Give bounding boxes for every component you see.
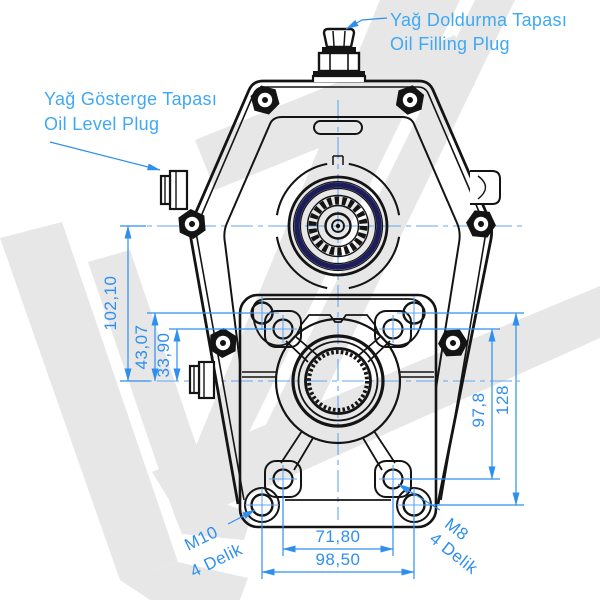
vent-slot	[313, 120, 363, 135]
oil-filling-plug	[311, 27, 367, 82]
dim-m10-row-offset: 43,07	[132, 324, 151, 369]
oil-level-label-en: Oil Level Plug	[44, 114, 159, 134]
oil-level-plug-label: Yağ Gösterge Tapası Oil Level Plug	[44, 89, 217, 171]
input-shaft-bearing	[275, 155, 401, 290]
right-lug	[470, 170, 501, 205]
dim-center-distance: 102,10	[101, 276, 120, 331]
oil-level-plug	[159, 169, 189, 211]
dimension-33-90: 33,90	[154, 328, 271, 382]
hole-crosshairs	[245, 296, 431, 522]
dim-m8-vertical: 97,8	[469, 392, 488, 427]
dimension-102-10: 102,10	[101, 225, 150, 382]
oil-filling-label-en: Oil Filling Plug	[390, 34, 510, 54]
dim-m10-vertical: 128	[493, 385, 512, 415]
flange-ribs	[280, 335, 396, 471]
oil-level-label-tr: Yağ Gösterge Tapası	[44, 89, 217, 109]
output-spline-hub	[274, 317, 402, 445]
oil-filling-plug-label: Yağ Doldurma Tapası Oil Filling Plug	[345, 10, 567, 54]
dimension-128: 128	[425, 312, 524, 506]
dimension-43-07: 43,07	[132, 312, 250, 382]
dimension-71-80: 71,80	[282, 490, 394, 556]
inner-panel-outline	[223, 116, 461, 389]
flange-top-channel	[252, 298, 424, 347]
dimension-97-8: 97,8	[404, 328, 500, 480]
output-spline-teeth	[307, 350, 369, 412]
dim-m8-horizontal: 71,80	[315, 527, 360, 546]
bearing-seal-ring	[294, 182, 382, 270]
drain-plug	[188, 360, 216, 400]
input-spline-teeth	[308, 196, 368, 256]
dim-m10-horizontal: 98,50	[315, 550, 360, 569]
dimension-98-50: 98,50	[261, 516, 415, 579]
dim-m8-row-offset: 33,90	[154, 332, 173, 377]
oil-filling-label-tr: Yağ Doldurma Tapası	[390, 10, 567, 30]
